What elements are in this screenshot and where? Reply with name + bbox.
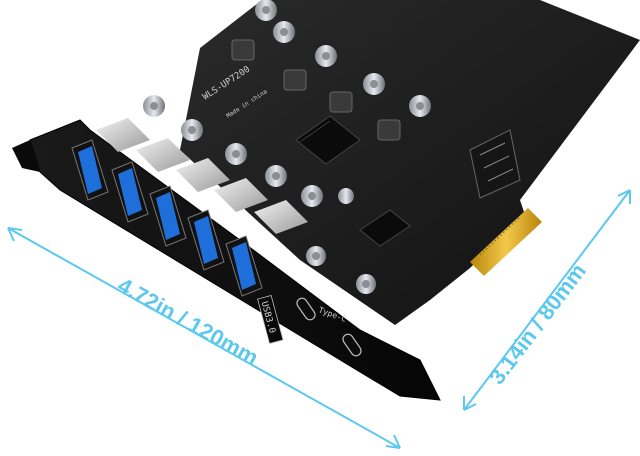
height-dimension (463, 189, 631, 411)
usb-a-port-icon (187, 209, 225, 271)
inductor-row (231, 39, 401, 141)
usb-a-port-icon (225, 235, 263, 297)
secondary-chip (359, 209, 411, 247)
usb-c-port-icon (342, 333, 362, 357)
usb-a-port-icon (149, 185, 187, 247)
usb-a-port-icon (71, 139, 109, 201)
capacitors (143, 0, 431, 294)
height-dimension-label: 3.14in / 80mm (484, 259, 591, 389)
svg-text:3.14in / 80mm: 3.14in / 80mm (484, 259, 591, 389)
typec-ports (296, 297, 362, 357)
usb-c-port-icon (296, 297, 316, 321)
usb-a-port-icon (111, 161, 149, 223)
controller-chip (295, 115, 361, 165)
usb-ports (71, 118, 308, 297)
power-connector (469, 129, 521, 199)
pcie-edge-connector (470, 208, 542, 276)
width-dimension (7, 227, 401, 449)
